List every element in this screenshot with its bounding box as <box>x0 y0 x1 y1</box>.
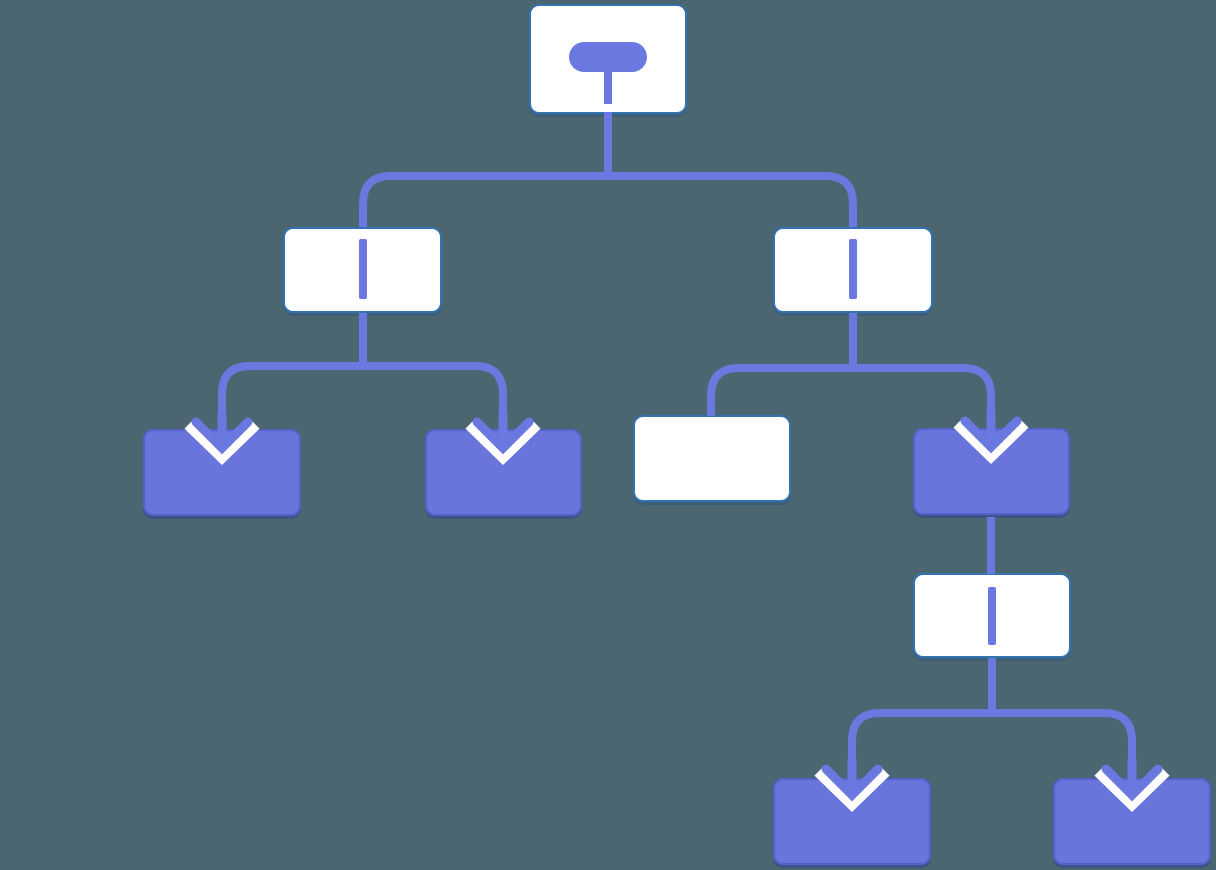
node-root[interactable] <box>529 4 687 114</box>
root-pill-stem <box>604 70 612 104</box>
node-child-right-white[interactable] <box>633 415 791 502</box>
node-child-right-purple[interactable] <box>913 428 1070 515</box>
cursor-line <box>358 239 367 299</box>
node-leaf-left-2[interactable] <box>425 429 582 516</box>
root-pill-marker <box>569 42 647 72</box>
connector-root-branches <box>359 172 857 227</box>
node-leaf-bottom-1[interactable] <box>773 778 931 865</box>
node-branch-left[interactable] <box>283 227 442 313</box>
cursor-line <box>988 587 996 645</box>
node-branch-right[interactable] <box>773 227 933 313</box>
node-leaf-bottom-2[interactable] <box>1053 778 1211 865</box>
node-branch-bottom[interactable] <box>913 573 1071 658</box>
cursor-line <box>849 239 857 299</box>
node-leaf-left-1[interactable] <box>143 429 301 516</box>
